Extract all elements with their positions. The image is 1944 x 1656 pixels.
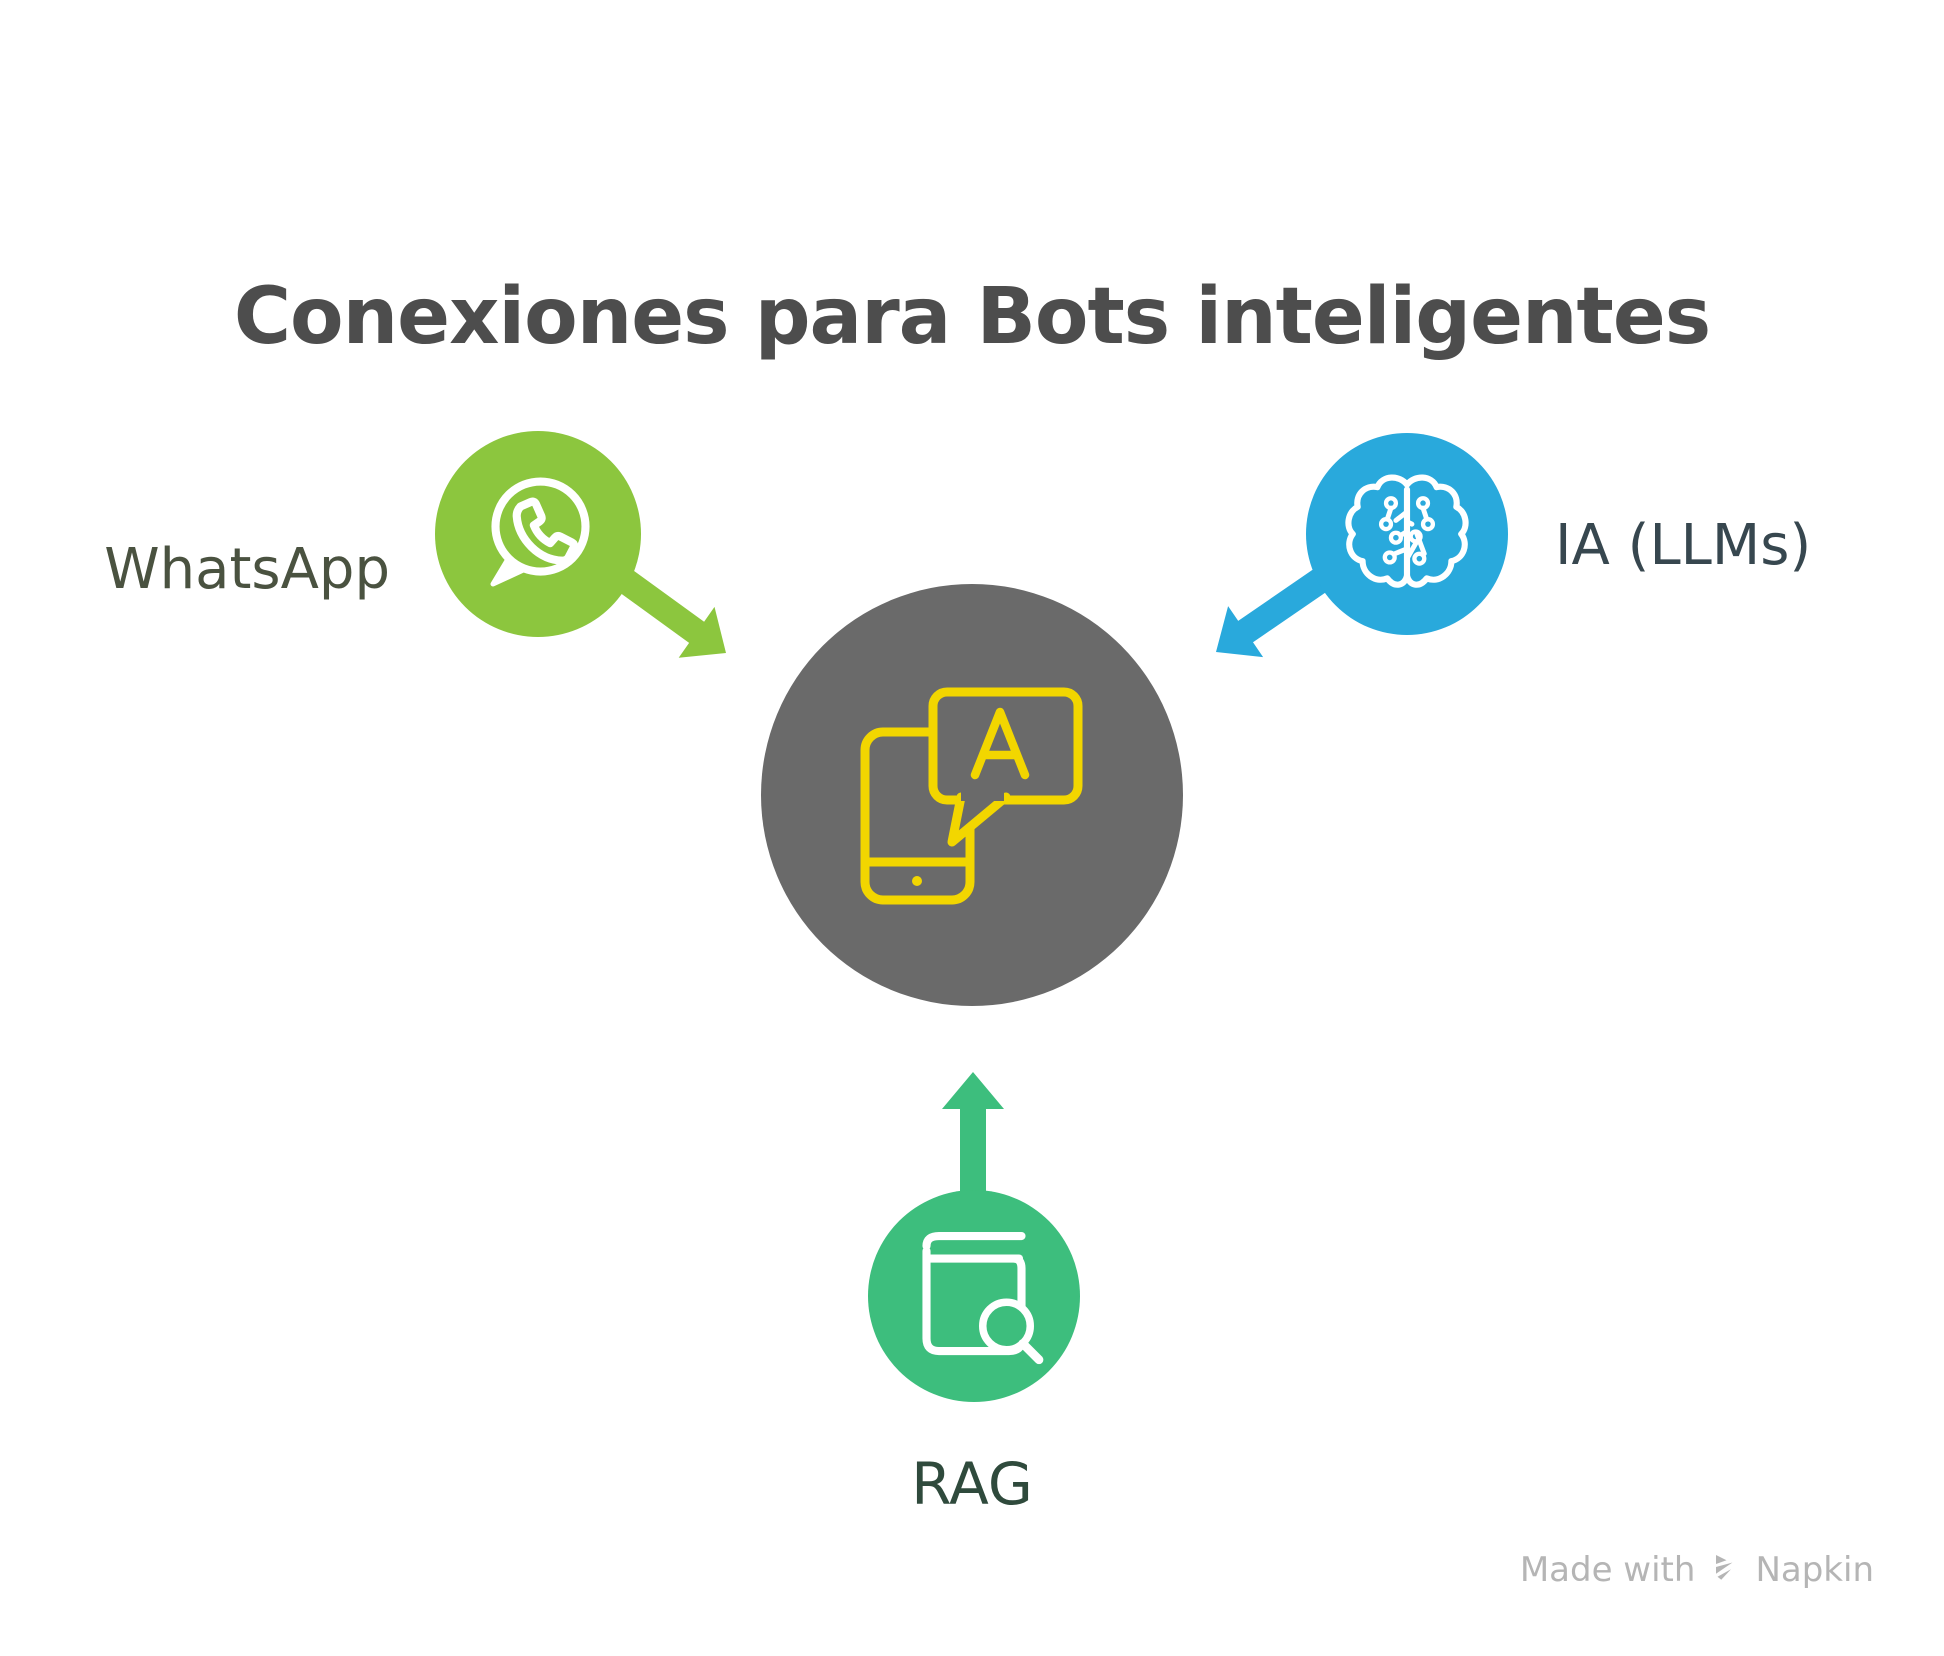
- chatbot-phone-icon: [860, 687, 1083, 905]
- watermark-prefix: Made with: [1519, 1550, 1696, 1590]
- whatsapp-icon: [490, 477, 590, 587]
- watermark-brand: Napkin: [1755, 1550, 1874, 1590]
- napkin-logo-icon: [1716, 1555, 1733, 1580]
- rag-label: RAG: [911, 1450, 1033, 1518]
- bot-center-node: [761, 584, 1183, 1006]
- whatsapp-label: WhatsApp: [104, 537, 390, 602]
- watermark: Made with Napkin: [1520, 1550, 1874, 1590]
- whatsapp-node: [435, 431, 641, 637]
- book-search-icon: [922, 1231, 1044, 1365]
- rag-arrow: [942, 1072, 1004, 1250]
- rag-node: [868, 1190, 1080, 1402]
- brain-circuit-icon: [1345, 474, 1469, 588]
- ia-node: [1306, 433, 1508, 635]
- ia-label: IA (LLMs): [1555, 513, 1812, 578]
- page-title: Conexiones para Bots inteligentes: [233, 272, 1711, 362]
